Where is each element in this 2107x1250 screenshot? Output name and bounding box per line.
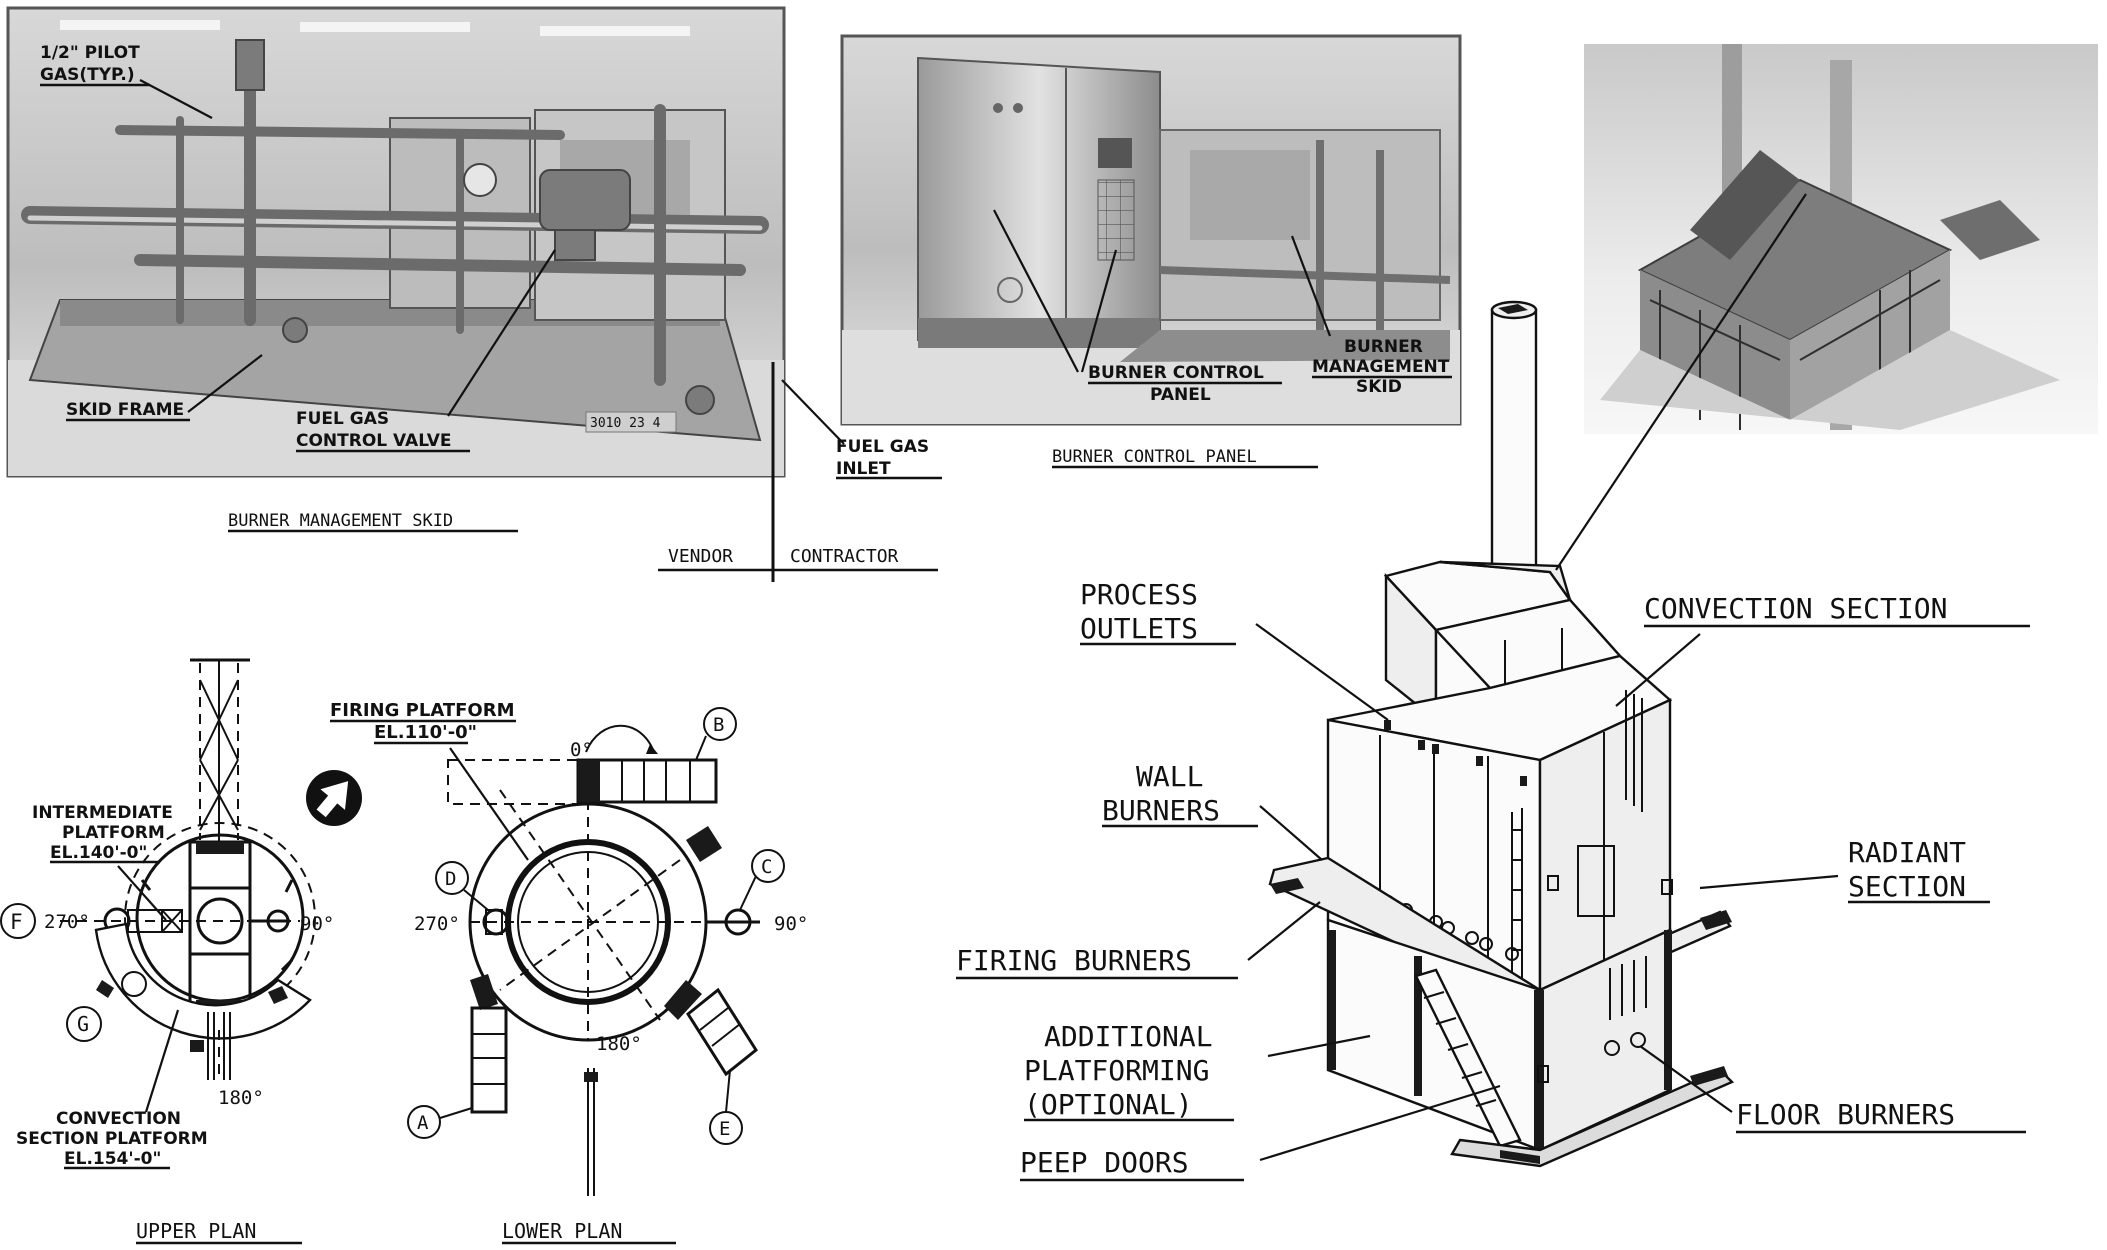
scope-split: VENDOR CONTRACTOR	[658, 362, 938, 582]
radiant-section-label-line1: RADIANT	[1848, 836, 1966, 869]
process-outlets-label-line2: OUTLETS	[1080, 612, 1198, 645]
fuel-gas-control-valve-label-line1: FUEL GAS	[296, 409, 389, 429]
skid-photo: 3010 23 4	[6, 6, 786, 478]
skid-plate-text: 3010 23 4	[590, 416, 661, 431]
burner-control-panel-label-line2: PANEL	[1150, 385, 1211, 405]
firing-platform-label-line2: EL.110'-0"	[374, 722, 477, 743]
skid-frame-label: SKID FRAME	[66, 400, 184, 420]
intermediate-platform-label-line1: INTERMEDIATE	[32, 803, 173, 823]
fuel-gas-inlet-label-line2: INLET	[836, 459, 891, 479]
heater-labels: PROCESS OUTLETS CONVECTION SECTION WALL …	[956, 578, 2030, 1182]
peep-doors-label: PEEP DOORS	[1020, 1146, 1189, 1179]
upper-plan: G F 270° 90° 180° INTERMEDIATE PLATFORM …	[0, 658, 334, 1245]
lower-plan-angle-180: 180°	[596, 1033, 642, 1055]
convection-platform-label-line3: EL.154'-0"	[64, 1149, 161, 1169]
fuel-gas-control-valve-label-line2: CONTROL VALVE	[296, 431, 451, 451]
additional-platforming-label-line3: (OPTIONAL)	[1024, 1088, 1193, 1121]
upper-plan-caption: UPPER PLAN	[136, 1219, 256, 1243]
heater-render-photo	[1584, 44, 2098, 434]
floor-burners-label: FLOOR BURNERS	[1736, 1098, 1955, 1131]
pilot-gas-label-line1: 1/2" PILOT	[40, 43, 140, 63]
wall-burners-label-line2: BURNERS	[1102, 794, 1220, 827]
lower-plan-angle-90: 90°	[774, 913, 808, 935]
heater-isometric	[1268, 300, 1735, 1168]
panel-callouts: BURNER CONTROL PANEL BURNER MANAGEMENT S…	[993, 209, 1452, 469]
north-arrow-icon	[306, 770, 362, 826]
firing-platform-label-line1: FIRING PLATFORM	[330, 700, 515, 721]
lower-plan: B C D A E 0° 270° 90° 180° FIRING PLATFO…	[330, 700, 808, 1245]
intermediate-platform-label-line3: EL.140'-0"	[50, 843, 147, 863]
intermediate-platform-label-line2: PLATFORM	[62, 823, 165, 843]
additional-platforming-label-line2: PLATFORMING	[1024, 1054, 1209, 1087]
lower-plan-tag-b: B	[713, 714, 724, 736]
lower-plan-caption: LOWER PLAN	[502, 1219, 622, 1243]
lower-plan-tag-d: D	[445, 868, 456, 890]
burner-management-skid-label-line1: BURNER	[1344, 337, 1423, 357]
skid-photo-caption: BURNER MANAGEMENT SKID	[228, 511, 453, 531]
convection-platform-label-line2: SECTION PLATFORM	[16, 1129, 208, 1149]
lower-plan-tag-c: C	[761, 856, 772, 878]
burner-management-skid-label-line3: SKID	[1356, 377, 1402, 397]
pilot-gas-label-line2: GAS(TYP.)	[40, 65, 135, 85]
panel-photo-caption: BURNER CONTROL PANEL	[1052, 447, 1257, 467]
convection-platform-label-line1: CONVECTION	[56, 1109, 181, 1129]
additional-platforming-label-line1: ADDITIONAL	[1044, 1020, 1213, 1053]
upper-plan-tag-f: F	[10, 910, 23, 934]
wall-burners-label-line1: WALL	[1136, 760, 1203, 793]
upper-plan-angle-270: 270°	[44, 911, 90, 933]
contractor-label: CONTRACTOR	[790, 546, 899, 567]
panel-photo	[840, 34, 1462, 426]
fuel-gas-inlet-label-line1: FUEL GAS	[836, 437, 929, 457]
lower-plan-angle-270: 270°	[414, 913, 460, 935]
process-outlets-label-line1: PROCESS	[1080, 578, 1198, 611]
render-leader-line	[1555, 193, 1807, 571]
lower-plan-tag-a: A	[417, 1112, 429, 1134]
vendor-label: VENDOR	[668, 546, 733, 567]
lower-plan-tag-e: E	[719, 1118, 730, 1140]
radiant-section-label-line2: SECTION	[1848, 870, 1966, 903]
burner-management-skid-label-line2: MANAGEMENT	[1312, 357, 1450, 377]
firing-burners-label: FIRING BURNERS	[956, 944, 1192, 977]
skid-callouts: 1/2" PILOT GAS(TYP.) SKID FRAME FUEL GAS…	[40, 43, 942, 533]
burner-control-panel-label-line1: BURNER CONTROL	[1088, 363, 1264, 383]
lower-plan-angle-0: 0°	[570, 739, 593, 761]
upper-plan-angle-90: 90°	[300, 913, 334, 935]
upper-plan-angle-180: 180°	[218, 1087, 264, 1109]
convection-section-label: CONVECTION SECTION	[1644, 592, 1947, 625]
upper-plan-tag-g: G	[77, 1012, 89, 1036]
